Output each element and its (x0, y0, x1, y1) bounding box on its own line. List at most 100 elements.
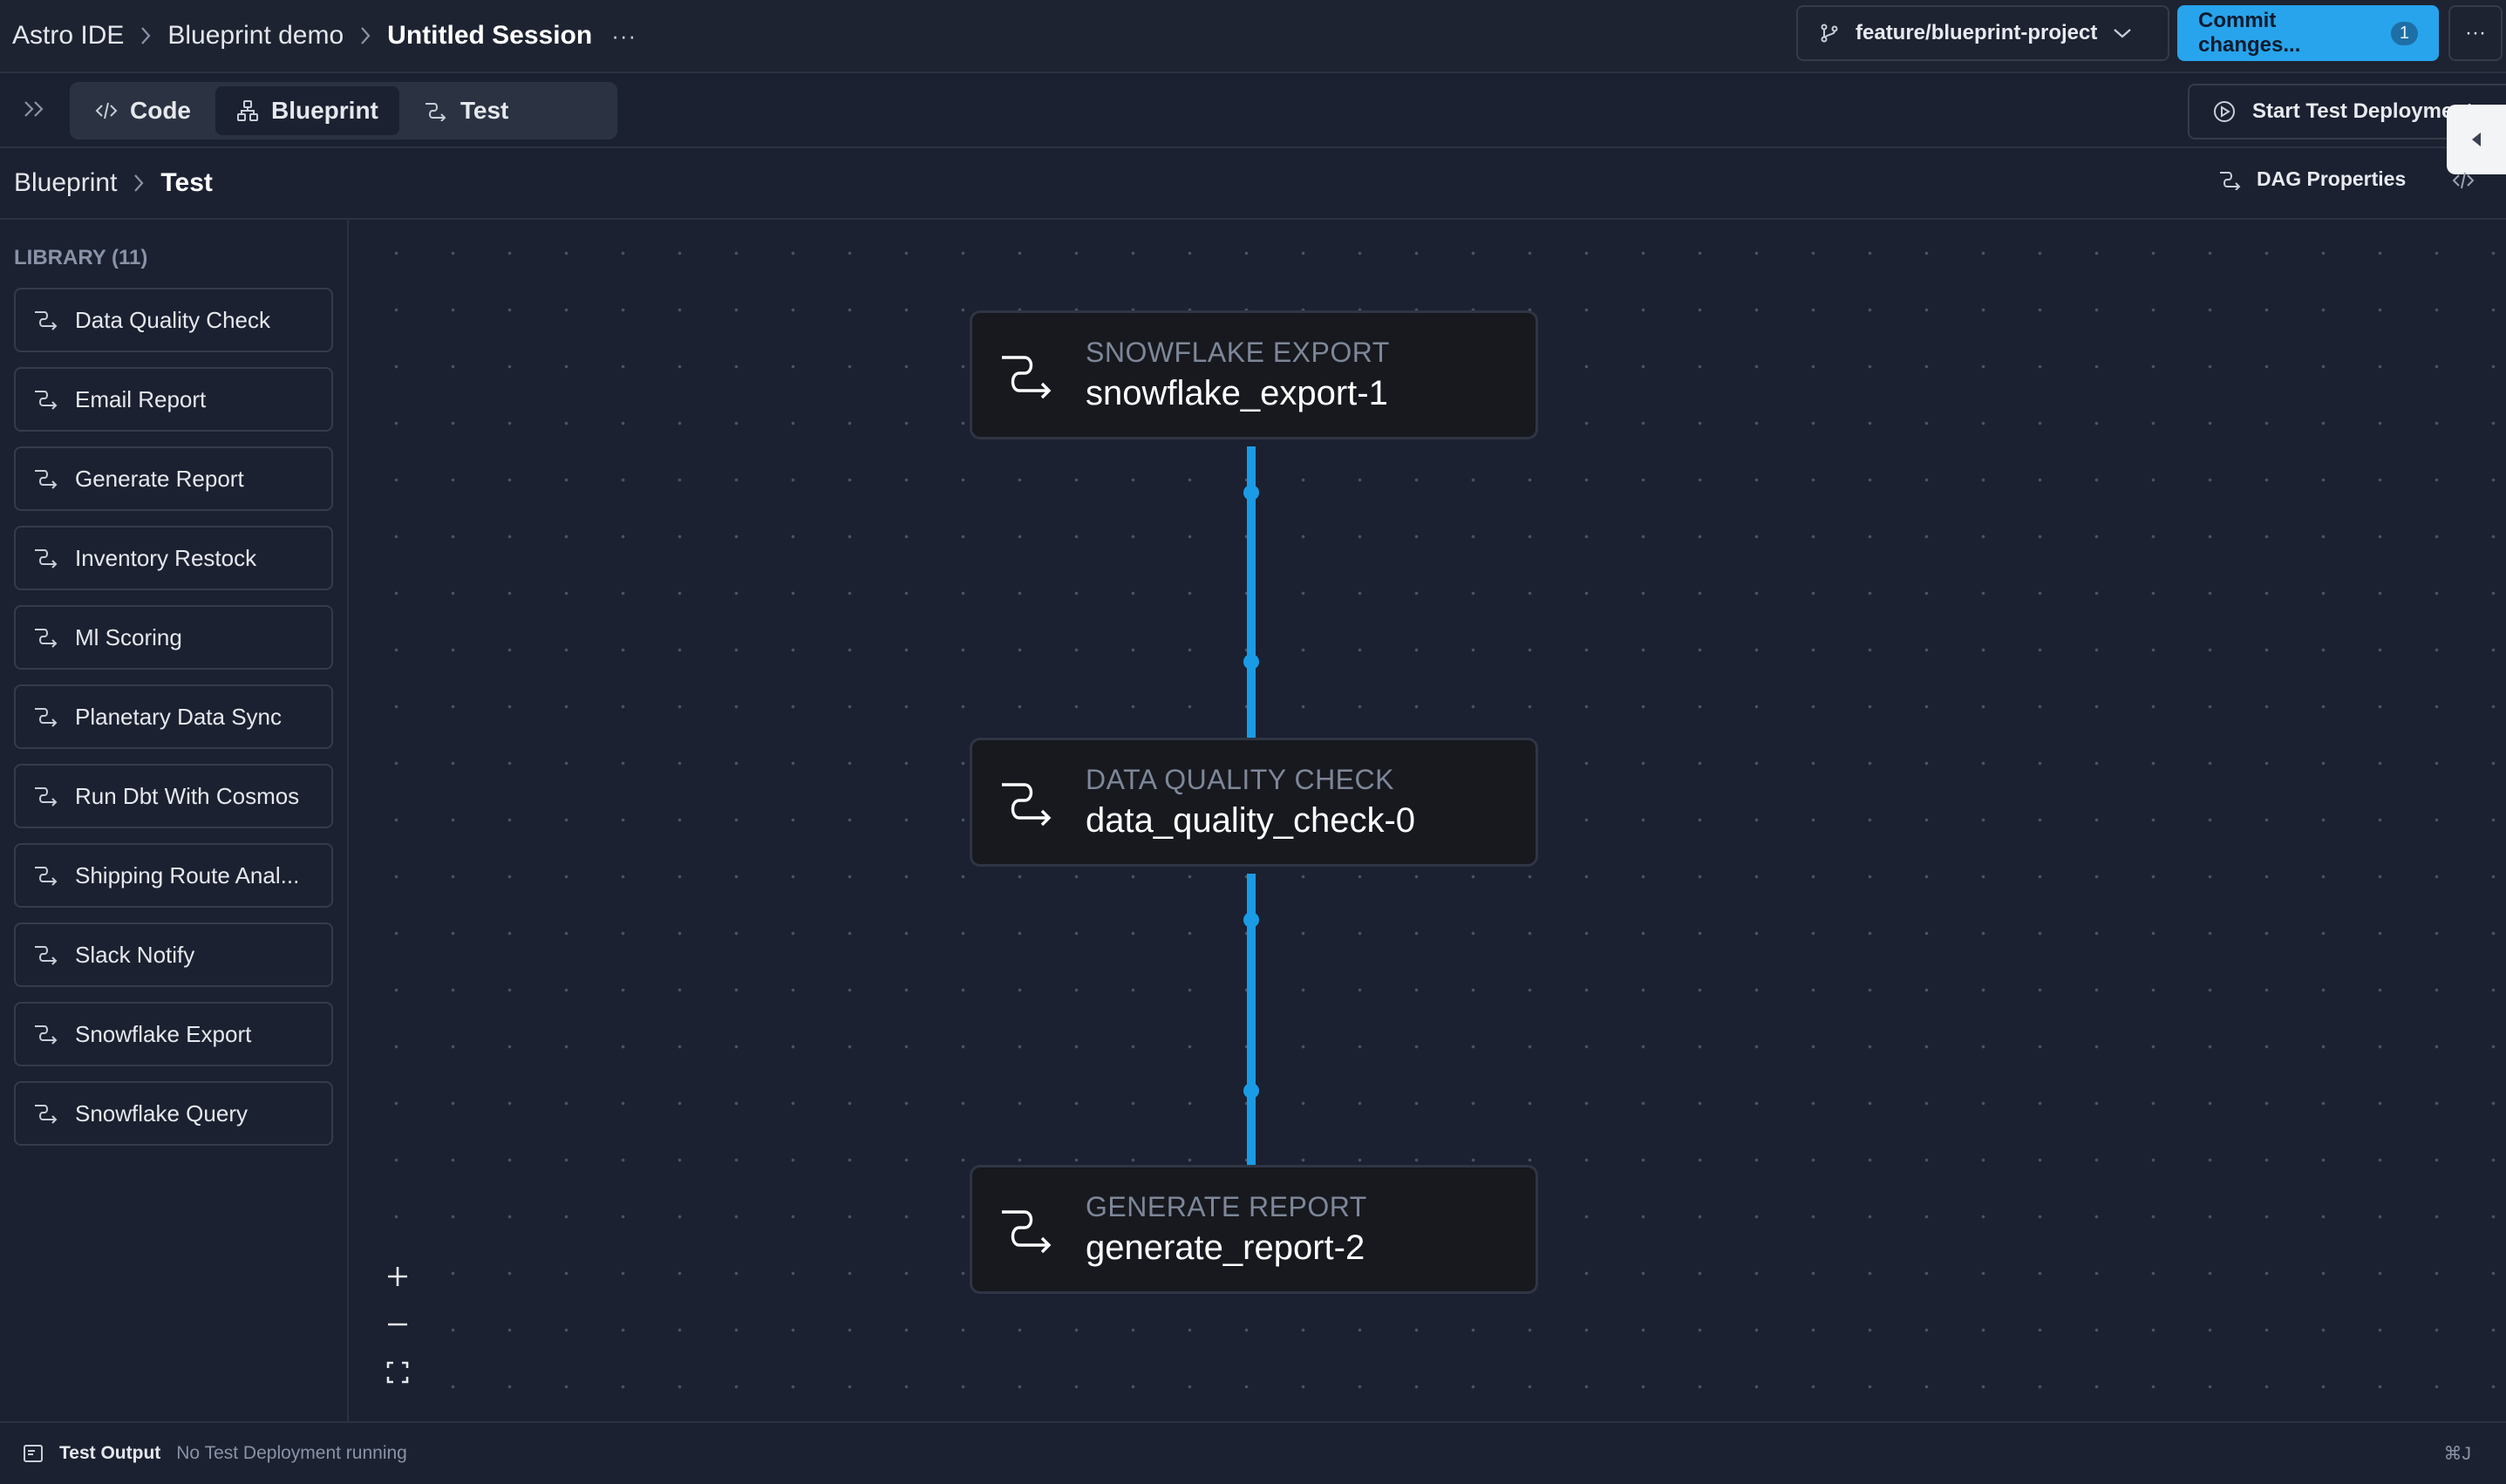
breadcrumb-project[interactable]: Blueprint demo (167, 21, 344, 50)
library-item[interactable]: Run Dbt With Cosmos (14, 764, 333, 828)
library-item[interactable]: Generate Report (14, 446, 333, 511)
node-name-label: data_quality_check-0 (1086, 801, 1416, 840)
plus-icon (386, 1265, 409, 1288)
library-item-label: Ml Scoring (75, 623, 182, 650)
commit-label: Commit changes... (2198, 9, 2301, 57)
tab-test[interactable]: Test (403, 86, 530, 135)
session-menu-button[interactable]: ··· (611, 22, 637, 49)
blueprint-icon (236, 99, 259, 122)
library-item-label: Planetary Data Sync (75, 703, 283, 730)
task-icon (998, 351, 1056, 399)
breadcrumb-session[interactable]: Untitled Session (387, 21, 593, 50)
edge-handle[interactable] (1243, 912, 1259, 928)
edge-handle[interactable] (1243, 485, 1259, 500)
library-item[interactable]: Email Report (14, 367, 333, 432)
node-name-label: snowflake_export-1 (1086, 374, 1388, 412)
test-output-label[interactable]: Test Output (59, 1443, 161, 1463)
chevron-down-icon (2113, 27, 2132, 39)
branch-name: feature/blueprint-project (1856, 21, 2098, 44)
library-item[interactable]: Snowflake Query (14, 1081, 333, 1146)
library-item[interactable]: Snowflake Export (14, 1002, 333, 1066)
play-circle-icon (2212, 99, 2237, 124)
task-icon (33, 785, 59, 807)
task-icon (33, 309, 59, 331)
node-type-label: DATA QUALITY CHECK (1086, 764, 1394, 795)
chevron-right-icon (140, 26, 152, 45)
task-icon (33, 547, 59, 569)
edge-snowflake-to-dq (1247, 446, 1256, 739)
library-item[interactable]: Ml Scoring (14, 605, 333, 670)
start-test-deployment-button[interactable]: Start Test Deployment (2188, 84, 2506, 140)
task-icon (33, 467, 59, 490)
library-item-label: Email Report (75, 385, 207, 412)
keyboard-shortcut-hint: ⌘J (2443, 1443, 2472, 1464)
top-bar: Astro IDE Blueprint demo Untitled Sessio… (0, 0, 2506, 73)
tab-code-label: Code (130, 97, 191, 124)
overflow-menu-button[interactable]: ··· (2448, 5, 2503, 61)
library-item-label: Inventory Restock (75, 544, 257, 571)
git-branch-icon (1819, 23, 1840, 44)
library-item-label: Generate Report (75, 465, 244, 492)
library-item[interactable]: Shipping Route Anal... (14, 843, 333, 908)
commit-changes-button[interactable]: Commit changes... 1 (2177, 5, 2439, 61)
task-icon (424, 100, 448, 121)
breadcrumb-blueprint[interactable]: Blueprint (14, 168, 118, 197)
dag-properties-button[interactable]: DAG Properties (2218, 167, 2406, 191)
node-name-label: generate_report-2 (1086, 1229, 1365, 1267)
library-item-label: Run Dbt With Cosmos (75, 782, 300, 809)
edge-handle[interactable] (1243, 1083, 1259, 1099)
blueprint-canvas[interactable]: SNOWFLAKE EXPORT snowflake_export-1 DATA… (351, 220, 2506, 1421)
task-icon (33, 943, 59, 966)
task-icon (33, 864, 59, 887)
dag-properties-label: DAG Properties (2257, 167, 2407, 190)
task-icon (33, 626, 59, 649)
breadcrumb-app[interactable]: Astro IDE (12, 21, 125, 50)
task-icon (33, 1023, 59, 1045)
collapse-panel-button[interactable] (2447, 105, 2506, 174)
test-output-status: No Test Deployment running (176, 1443, 407, 1463)
library-item-label: Shipping Route Anal... (75, 861, 300, 888)
start-test-deployment-label: Start Test Deployment (2252, 99, 2473, 123)
breadcrumb-dag[interactable]: Test (160, 168, 213, 197)
library-item[interactable]: Data Quality Check (14, 288, 333, 352)
fullscreen-icon (386, 1361, 409, 1384)
edge-handle[interactable] (1243, 654, 1259, 670)
zoom-in-button[interactable] (373, 1254, 422, 1299)
zoom-controls (373, 1254, 422, 1395)
library-item-label: Snowflake Export (75, 1020, 252, 1047)
chevron-right-icon (359, 26, 371, 45)
code-icon[interactable] (2452, 171, 2475, 190)
blueprint-subheader: Blueprint Test DAG Properties (0, 148, 2506, 220)
task-icon (998, 1205, 1056, 1254)
task-icon (33, 705, 59, 728)
node-type-label: GENERATE REPORT (1086, 1191, 1367, 1222)
tab-blueprint-label: Blueprint (271, 97, 378, 124)
node-snowflake-export[interactable]: SNOWFLAKE EXPORT snowflake_export-1 (970, 310, 1538, 439)
toolbar: Code Blueprint Test St (0, 75, 2506, 148)
task-icon (33, 1102, 59, 1125)
expand-sidebar-icon[interactable] (23, 98, 47, 120)
task-icon (998, 778, 1056, 827)
node-generate-report[interactable]: GENERATE REPORT generate_report-2 (970, 1165, 1538, 1294)
branch-selector[interactable]: feature/blueprint-project (1796, 5, 2169, 61)
node-data-quality-check[interactable]: DATA QUALITY CHECK data_quality_check-0 (970, 738, 1538, 867)
node-type-label: SNOWFLAKE EXPORT (1086, 337, 1390, 368)
fit-view-button[interactable] (373, 1350, 422, 1395)
commit-count-badge: 1 (2390, 21, 2418, 45)
status-bar: Test Output No Test Deployment running ⌘… (0, 1421, 2506, 1484)
tab-blueprint[interactable]: Blueprint (215, 86, 399, 135)
library-item[interactable]: Slack Notify (14, 922, 333, 987)
task-icon (33, 388, 59, 411)
library-item-label: Data Quality Check (75, 306, 270, 333)
caret-left-icon (2470, 131, 2482, 148)
zoom-out-button[interactable] (373, 1302, 422, 1347)
library-item-label: Snowflake Query (75, 1099, 248, 1127)
tab-test-label: Test (460, 97, 509, 124)
library-item[interactable]: Inventory Restock (14, 526, 333, 590)
library-item[interactable]: Planetary Data Sync (14, 684, 333, 749)
terminal-icon[interactable] (23, 1444, 44, 1463)
tab-code[interactable]: Code (74, 86, 212, 135)
minus-icon (386, 1313, 409, 1336)
